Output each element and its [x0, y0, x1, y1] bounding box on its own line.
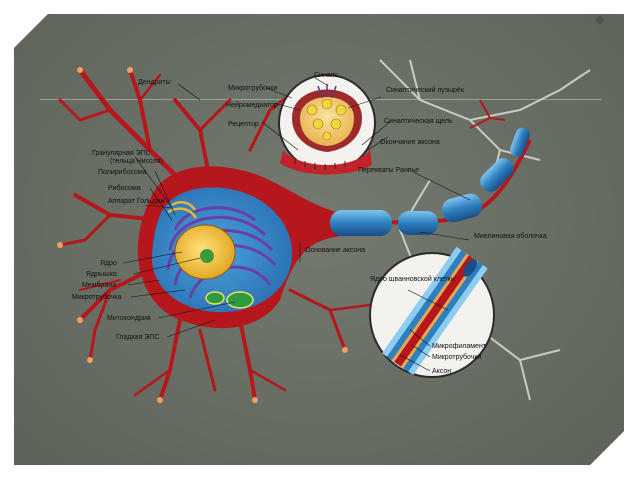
dendrite-tips [57, 67, 348, 403]
axon-inset [369, 246, 495, 378]
golgi-apparatus [167, 201, 198, 219]
label-microtubules-axon: Микротрубочки [432, 353, 481, 361]
label-rough-er: Гранулярная ЭПС [92, 150, 151, 157]
nucleolus [200, 249, 214, 263]
label-axon-terminal: Окончание аксона [380, 139, 440, 146]
leader-lines [122, 77, 471, 372]
label-nucleolus: Ядрышко [86, 271, 117, 278]
axon-terminal-branch [469, 99, 506, 129]
label-neurotransmitter: Нейромедиатор [226, 101, 278, 109]
myelin-sheath [330, 127, 530, 236]
label-polyribosome: Полирибосома [98, 168, 147, 176]
label-axon: Аксон [432, 368, 451, 375]
corner-diamond-icon [595, 15, 605, 25]
label-receptor: Рецептор [228, 121, 259, 128]
label-synaptic-vesicle: Синаптический пузырёк [386, 86, 465, 94]
label-synapse: Синапс [314, 72, 339, 79]
label-nucleus: Ядро [100, 260, 117, 267]
mitochondria [205, 291, 254, 309]
label-mitochondria: Митохондрия [107, 315, 151, 322]
label-microfilament: Микрофиламент [432, 343, 487, 350]
label-axon-hillock: Основание аксона [305, 247, 365, 254]
label-nissl: (тельца Ниссля) [110, 158, 163, 165]
synapse-inset [278, 74, 376, 175]
label-schwann-nucleus: Ядро шванновской клетки [370, 275, 455, 283]
label-dendrites: Дендриты [138, 79, 171, 86]
label-synaptic-cleft: Синаптическая щель [384, 118, 453, 125]
label-myelin: Миелиновая оболочка [474, 232, 547, 240]
label-golgi: Аппарат Гольджи [108, 198, 164, 205]
label-membrane: Мембрана [82, 281, 116, 289]
label-ribosome: Рибосома [108, 184, 141, 192]
label-microtubule-left: Микротрубочка [72, 293, 122, 301]
label-microtubules-top: Микротрубочки [228, 84, 277, 92]
label-smooth-er: Гладкая ЭПС [116, 334, 159, 341]
label-nodes-ranvier: Перехваты Ранвье [358, 167, 419, 174]
